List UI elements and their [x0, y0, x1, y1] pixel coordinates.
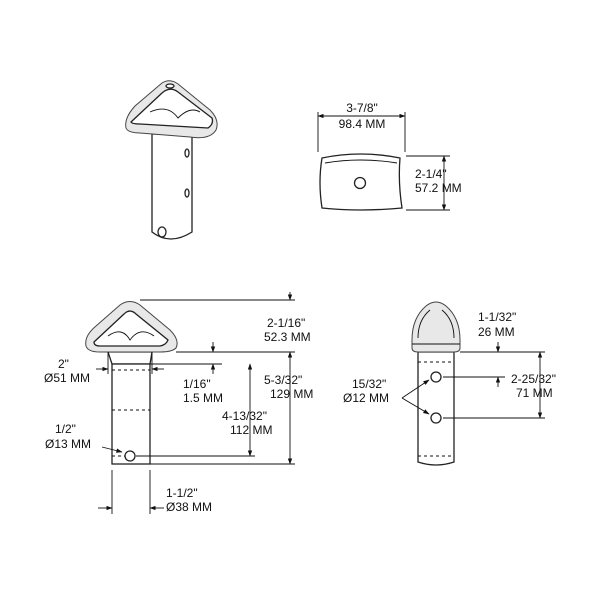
front-overall-mm: 129 MM — [270, 387, 313, 401]
side-view — [401, 301, 545, 466]
side-cap-height-mm: 26 MM — [478, 325, 515, 339]
top-width-in: 3-7/8" — [346, 101, 378, 115]
front-collar-dia-mm: Ø51 MM — [44, 371, 90, 385]
front-hole-depth-mm: 112 MM — [230, 423, 272, 437]
top-view — [317, 112, 450, 211]
side-holes-dia-in: 15/32" — [352, 377, 386, 391]
top-width-mm: 98.4 MM — [339, 117, 386, 131]
side-hole-spacing-mm: 71 MM — [516, 386, 553, 400]
front-hole-dia-mm: Ø13 MM — [45, 437, 91, 451]
front-hole-dia-in: 1/2" — [55, 422, 76, 436]
front-post-dia-mm: Ø38 MM — [166, 500, 212, 514]
side-holes-dia-mm: Ø12 MM — [343, 391, 389, 405]
front-cap-height-in: 2-1/16" — [267, 316, 305, 330]
front-cap-height-mm: 52.3 MM — [264, 330, 311, 344]
front-overall-in: 5-3/32" — [264, 373, 302, 387]
front-gap-mm: 1.5 MM — [183, 391, 223, 405]
top-height-in: 2-1/4" — [415, 167, 447, 181]
side-cap-height-in: 1-1/32" — [478, 310, 516, 324]
front-view — [85, 292, 295, 514]
front-post-dia-in: 1-1/2" — [166, 486, 198, 500]
front-gap-in: 1/16" — [183, 377, 211, 391]
front-collar-dia-in: 2" — [58, 357, 69, 371]
side-hole-spacing-in: 2-25/32" — [511, 372, 556, 386]
front-hole-depth-in: 4-13/32" — [222, 409, 267, 423]
top-height-mm: 57.2 MM — [415, 181, 462, 195]
isometric-view — [125, 80, 218, 240]
